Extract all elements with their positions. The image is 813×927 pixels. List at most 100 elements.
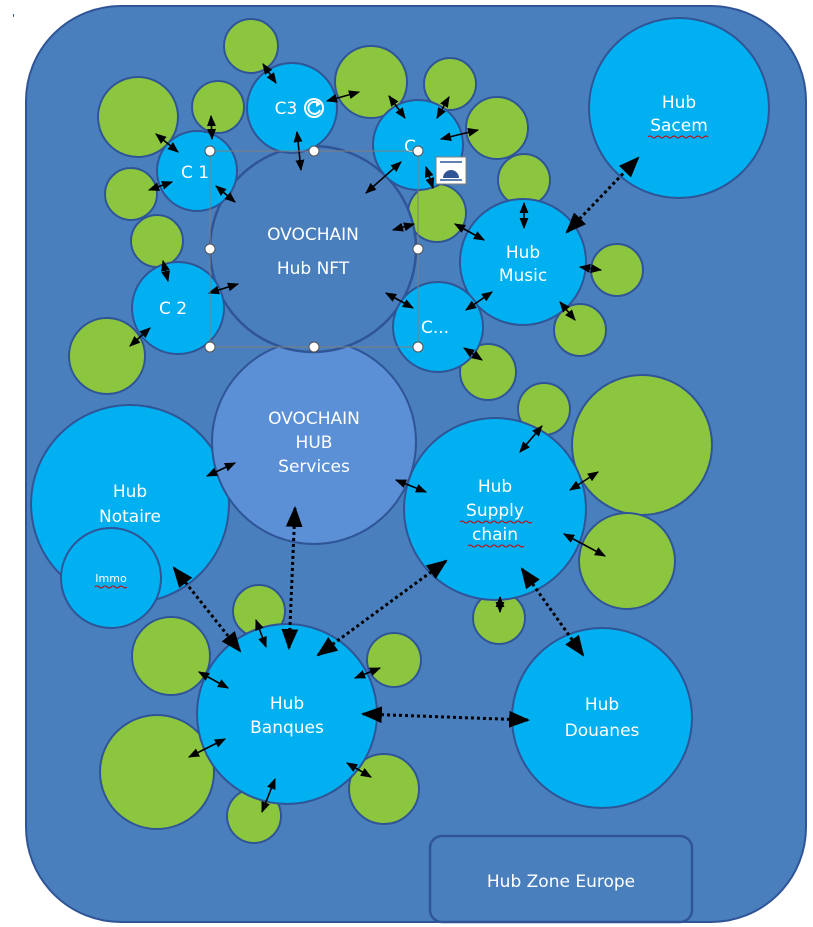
hub-immo[interactable]: Immo <box>60 527 162 629</box>
connector <box>187 738 227 758</box>
resize-handle[interactable] <box>412 341 424 353</box>
connector <box>198 671 229 689</box>
connector <box>463 347 483 361</box>
satellite-node[interactable] <box>366 632 422 688</box>
client-c2-label: C 2 <box>159 299 187 319</box>
connector <box>147 181 174 191</box>
connector <box>129 327 151 347</box>
resize-handle[interactable] <box>412 145 424 157</box>
connector <box>519 425 543 453</box>
dotted-connector <box>565 156 640 234</box>
connector <box>346 762 372 778</box>
connector <box>578 263 603 274</box>
satellite-node[interactable] <box>191 80 245 134</box>
spellcheck-underline <box>459 520 533 524</box>
client-c2[interactable]: C 2 <box>131 261 225 355</box>
spellcheck-underline <box>94 585 128 589</box>
satellite-node[interactable] <box>99 714 215 830</box>
connector <box>454 223 485 241</box>
hub-supply-chain[interactable]: Hub Supply chain <box>403 417 587 601</box>
zone-label-box[interactable]: Hub Zone Europe <box>428 834 694 924</box>
connector <box>439 128 480 141</box>
satellite-node[interactable] <box>465 96 529 160</box>
zone-label: Hub Zone Europe <box>487 872 635 892</box>
connector <box>563 533 606 557</box>
dotted-connections <box>172 156 640 728</box>
rotate-icon[interactable] <box>304 98 324 118</box>
hub-music-line1: Hub <box>506 243 540 263</box>
hub-banques[interactable]: Hub Banques <box>196 623 378 805</box>
hub-supply-line1: Hub <box>478 477 512 497</box>
client-c4-label: C <box>404 137 416 157</box>
connector <box>353 667 382 679</box>
hub-services-line2: HUB <box>296 433 333 453</box>
connector <box>325 90 361 103</box>
hub-sacem-line1: Hub <box>662 93 696 113</box>
resize-handle[interactable] <box>412 243 424 255</box>
layout-options-icon[interactable] <box>435 156 467 185</box>
connector <box>161 259 170 283</box>
connector <box>388 95 406 119</box>
hub-nft-line2: Hub NFT <box>277 259 350 279</box>
connector <box>365 161 402 194</box>
hub-nft-line1: OVOCHAIN <box>267 225 359 245</box>
connector <box>205 462 237 477</box>
connector <box>155 133 179 153</box>
hub-banques-line2: Banques <box>250 718 324 738</box>
spellcheck-underline <box>647 135 709 139</box>
client-c3[interactable]: C3 <box>246 62 338 154</box>
hub-services-line3: Services <box>278 457 350 477</box>
client-c1[interactable]: C 1 <box>156 130 238 212</box>
resize-handle[interactable] <box>204 341 216 353</box>
hub-supply-line3: chain <box>472 525 518 545</box>
connector <box>261 777 276 814</box>
connector <box>207 282 240 295</box>
connector <box>262 63 277 84</box>
hub-immo-label: Immo <box>95 572 127 585</box>
hub-banques-line1: Hub <box>270 694 304 714</box>
resize-handle[interactable] <box>204 145 216 157</box>
connector <box>436 96 450 119</box>
client-c5[interactable]: C... <box>392 281 484 373</box>
client-c3-label: C3 <box>275 99 298 119</box>
connector <box>394 479 428 493</box>
connector <box>569 471 599 491</box>
connector <box>465 291 493 311</box>
satellite-node[interactable] <box>571 374 713 516</box>
hub-sacem[interactable]: Hub Sacem <box>588 17 770 199</box>
hub-sacem-line2: Sacem <box>650 116 708 136</box>
hub-douanes[interactable]: Hub Douanes <box>511 627 693 809</box>
dotted-connector <box>316 559 448 657</box>
connector <box>215 185 236 203</box>
connector <box>206 114 217 141</box>
connector <box>559 301 576 321</box>
connector <box>391 222 416 232</box>
satellites <box>68 18 713 844</box>
hub-douanes-line1: Hub <box>585 695 619 715</box>
hub-supply-line2: Supply <box>466 501 524 521</box>
connector <box>424 165 435 190</box>
hub-douanes-line2: Douanes <box>565 721 640 741</box>
resize-handle[interactable] <box>308 145 320 157</box>
hub-services[interactable]: OVOCHAIN HUB Services <box>211 339 417 545</box>
hub-music-line2: Music <box>499 266 547 286</box>
connector <box>385 292 414 309</box>
hub-services-line1: OVOCHAIN <box>268 409 360 429</box>
resize-handle[interactable] <box>308 341 320 353</box>
satellite-node[interactable] <box>130 214 184 268</box>
satellite-node[interactable] <box>578 512 676 610</box>
satellite-node[interactable] <box>68 317 146 395</box>
connector <box>255 618 267 649</box>
dotted-connector <box>281 505 303 651</box>
resize-handle[interactable] <box>204 243 216 255</box>
satellite-node[interactable] <box>104 167 158 221</box>
satellite-node[interactable] <box>131 616 211 696</box>
stray-mark: ' <box>12 12 15 25</box>
satellite-node[interactable] <box>223 18 279 74</box>
hub-notaire-line1: Hub <box>113 482 147 502</box>
selection-frame[interactable] <box>204 145 424 353</box>
client-c5-label: C... <box>421 318 449 338</box>
client-c1-label: C 1 <box>181 163 209 183</box>
satellite-node[interactable] <box>407 183 467 243</box>
